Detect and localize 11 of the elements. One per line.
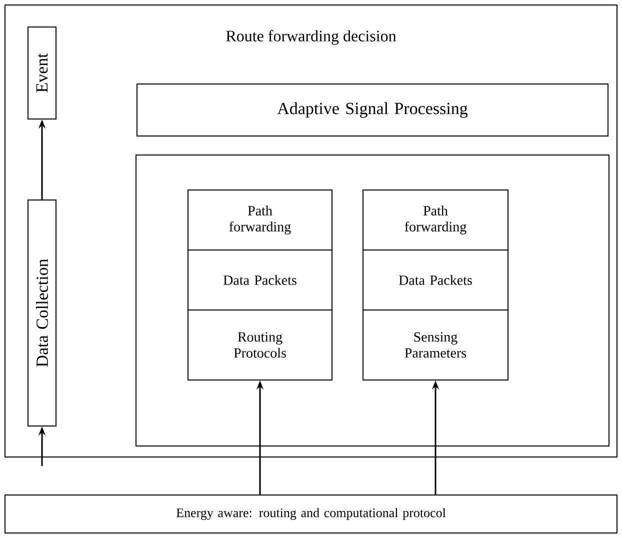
- container-box: [136, 154, 610, 446]
- process-box: Adaptive Signal Processing: [136, 84, 608, 136]
- collection-box: Data Collection: [28, 200, 56, 426]
- stack-box: Sensing Parameters: [362, 310, 508, 380]
- stack-box: Data Packets: [362, 250, 508, 310]
- stack-box: Data Packets: [188, 250, 332, 310]
- stack-box: Path forwarding: [362, 190, 508, 250]
- event-box: Event: [28, 26, 56, 120]
- stack-box: Path forwarding: [188, 190, 332, 250]
- base-box: Energy aware: routing and computational protocol: [4, 494, 618, 534]
- stack-box: Routing Protocols: [188, 310, 332, 380]
